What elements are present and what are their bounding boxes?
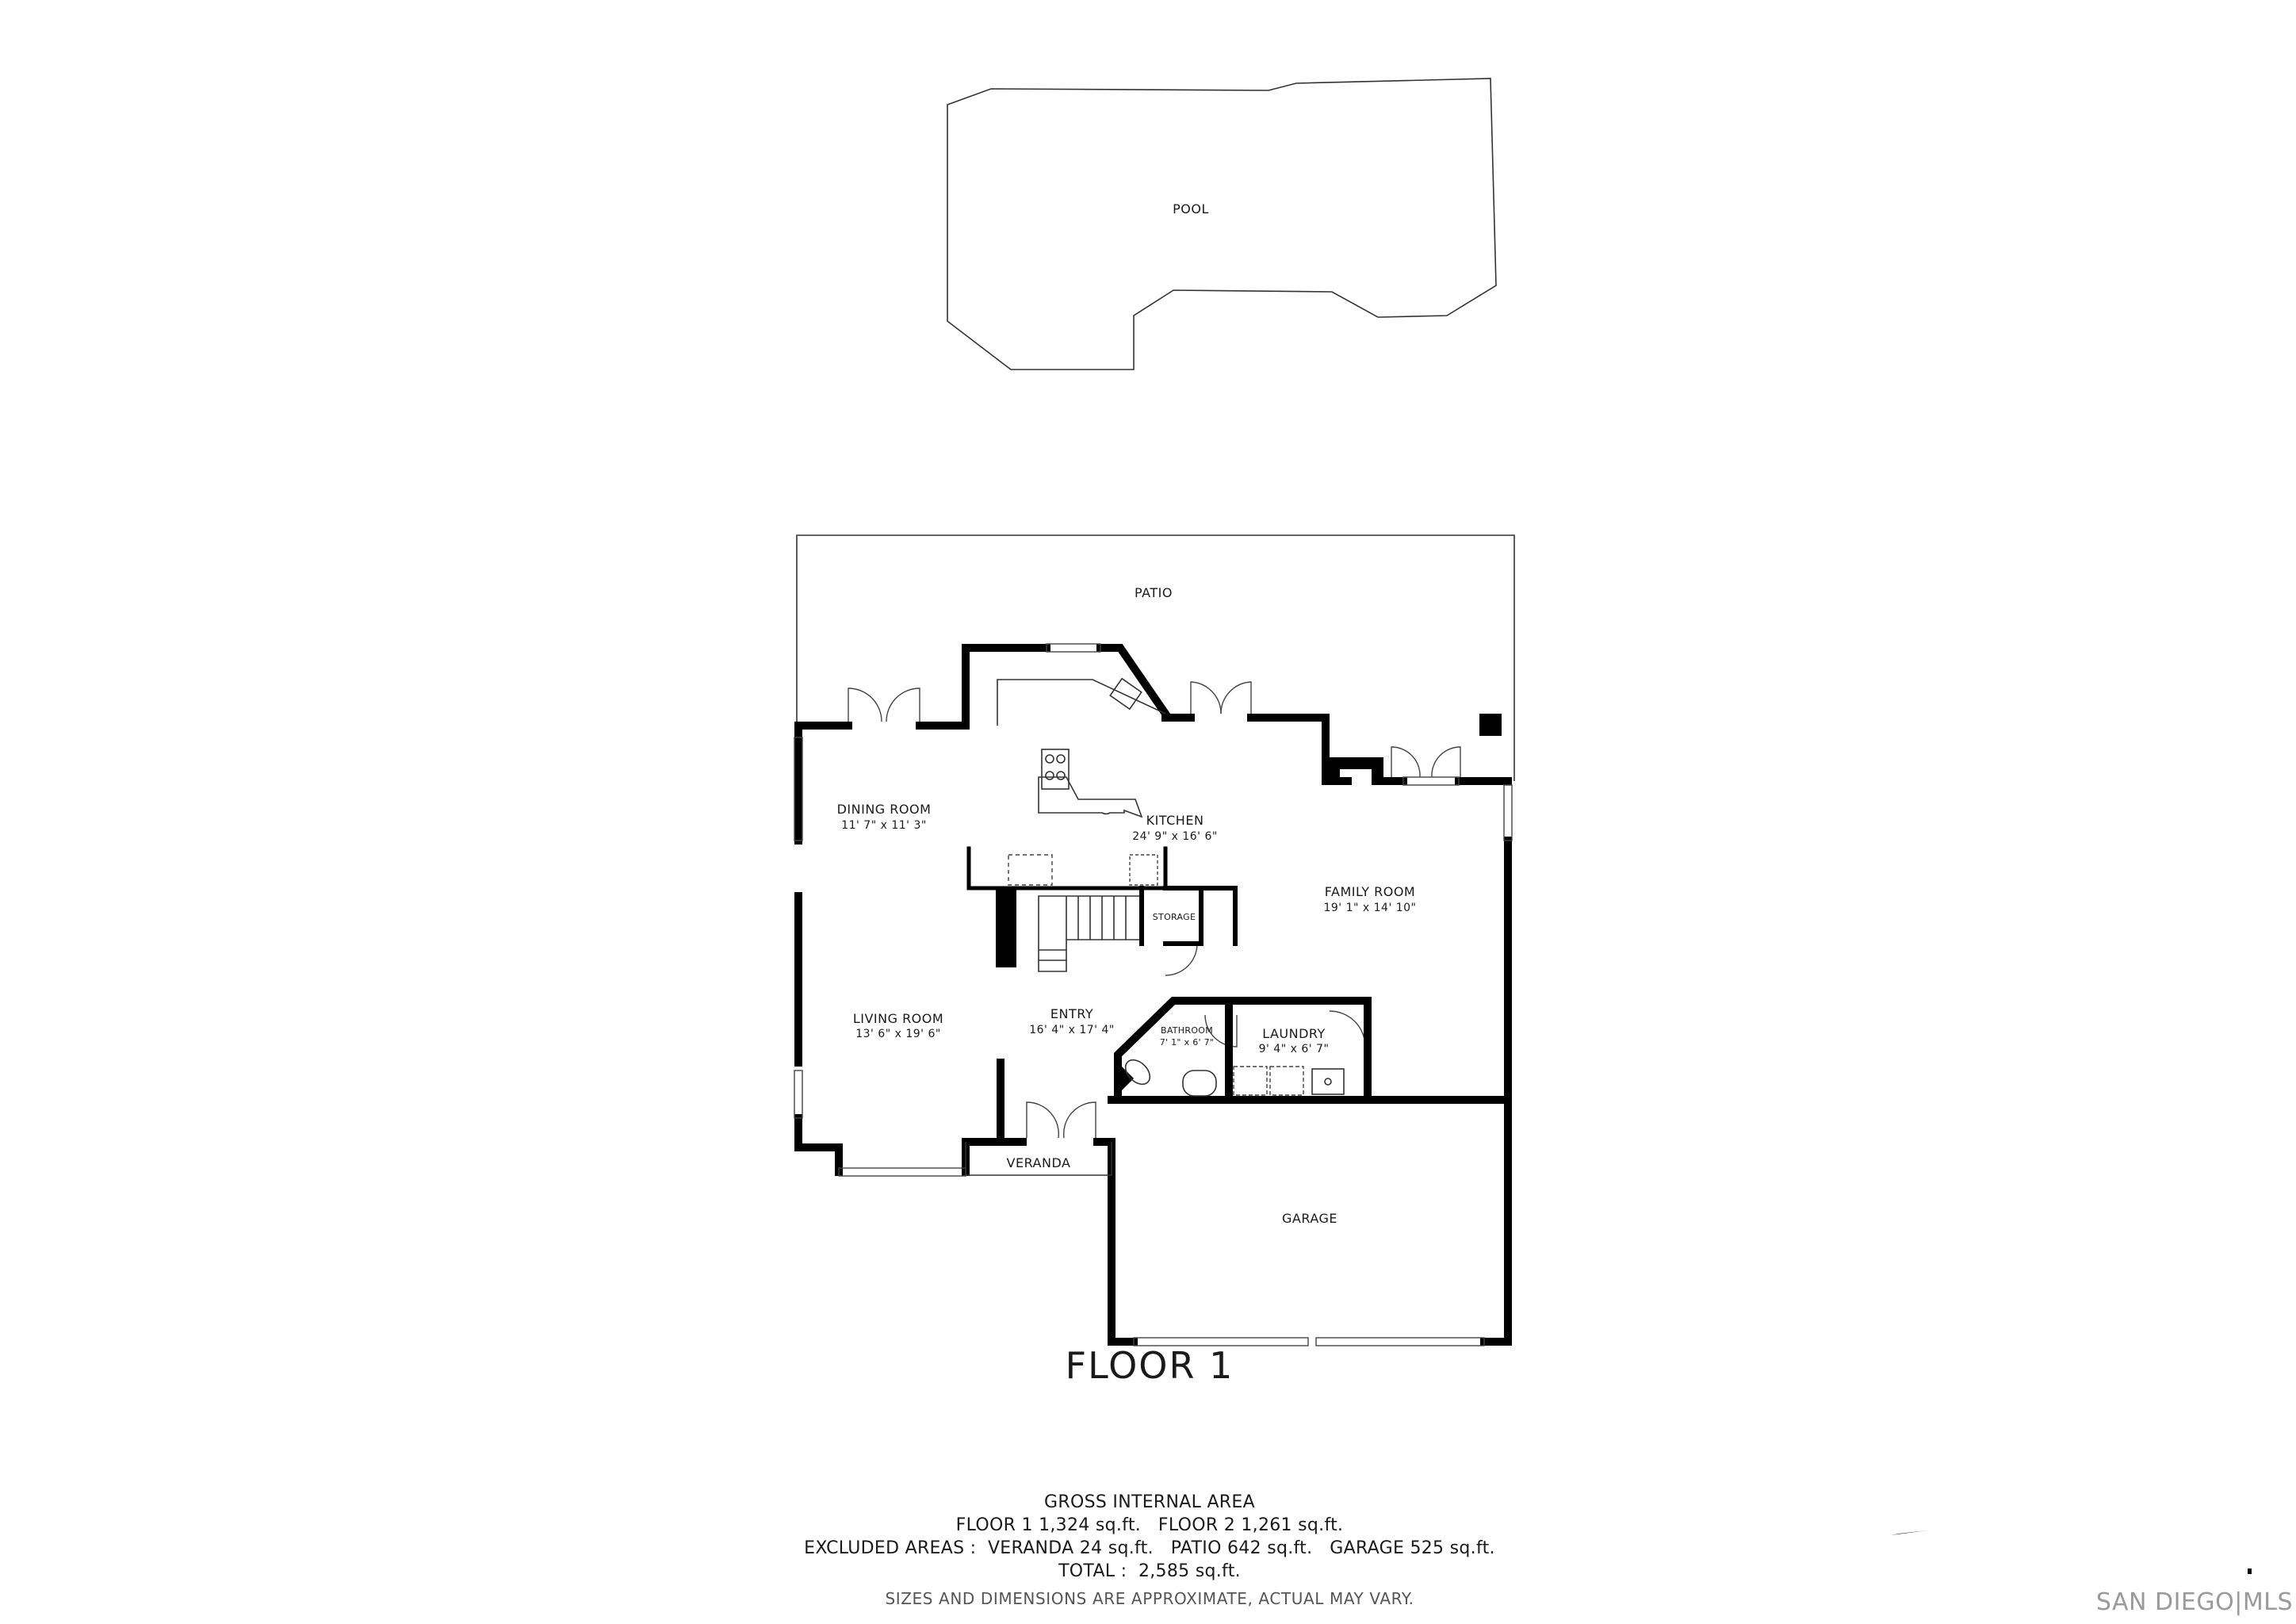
windows [794, 643, 1513, 1346]
laundry-label: LAUNDRY [1262, 1026, 1326, 1041]
summary-total: TOTAL : 2,585 sq.ft. [1058, 1561, 1241, 1581]
chimney-block [1479, 714, 1502, 736]
entry-label: ENTRY [1050, 1006, 1093, 1021]
cooktop-icon [1041, 749, 1070, 790]
veranda-label: VERANDA [1007, 1155, 1071, 1170]
pool-outline [947, 78, 1497, 370]
storage-label: STORAGE [1153, 912, 1196, 922]
summary-disclaimer: SIZES AND DIMENSIONS ARE APPROXIMATE, AC… [885, 1589, 1414, 1608]
garage-label: GARAGE [1282, 1211, 1337, 1226]
summary-excluded: EXCLUDED AREAS : VERANDA 24 sq.ft. PATIO… [804, 1538, 1495, 1558]
family-room-dims: 19' 1" x 14' 10" [1323, 902, 1416, 914]
compass-icon [1891, 1530, 1927, 1535]
storage-walls [1139, 886, 1238, 946]
fridge-icon [1008, 854, 1053, 886]
watermark-logo: SAN DIEGO|MLS [2095, 1588, 2293, 1616]
kitchen-label: KITCHEN [1146, 813, 1204, 828]
stairs-icon [996, 888, 1142, 972]
summary-heading: GROSS INTERNAL AREA [1044, 1492, 1255, 1512]
oven-icon [1129, 854, 1158, 886]
exterior-walls [794, 644, 1512, 1346]
pool-label: POOL [1173, 201, 1209, 216]
dining-room-label: DINING ROOM [837, 802, 932, 817]
laundry-appliances [1233, 1066, 1345, 1096]
toilet-icon [1124, 1059, 1151, 1086]
laundry-dims: 9' 4" x 6' 7" [1259, 1043, 1330, 1055]
bathroom-label: BATHROOM [1161, 1025, 1213, 1036]
area-summary: GROSS INTERNAL AREA FLOOR 1 1,324 sq.ft.… [714, 1491, 1586, 1611]
veranda-outline [965, 1142, 1112, 1176]
kitchen-lower-counter [966, 846, 1168, 891]
bathroom-walls [1114, 997, 1372, 1104]
living-room-dims: 13' 6" x 19' 6" [855, 1028, 941, 1040]
vanity-sink-icon [1182, 1070, 1217, 1097]
kitchen-dims: 24' 9" x 16' 6" [1132, 830, 1218, 843]
floor-title: FLOOR 1 [1065, 1344, 1234, 1387]
family-room-label: FAMILY ROOM [1325, 884, 1415, 899]
fireplace [1326, 757, 1383, 785]
patio-outline [796, 534, 1515, 781]
entry-dims: 16' 4" x 17' 4" [1029, 1024, 1115, 1036]
bathroom-dims: 7' 1" x 6' 7" [1160, 1037, 1215, 1048]
bath-corner-block [1114, 1059, 1134, 1098]
sink-icon [1109, 677, 1142, 710]
summary-floors: FLOOR 1 1,324 sq.ft. FLOOR 2 1,261 sq.ft… [955, 1515, 1344, 1535]
kitchen-island [1038, 776, 1143, 818]
dining-room-dims: 11' 7" x 11' 3" [841, 819, 927, 832]
living-room-label: LIVING ROOM [853, 1011, 943, 1026]
patio-label: PATIO [1135, 585, 1173, 600]
marker-dot [2248, 1568, 2252, 1574]
kitchen-counter [997, 679, 1166, 726]
